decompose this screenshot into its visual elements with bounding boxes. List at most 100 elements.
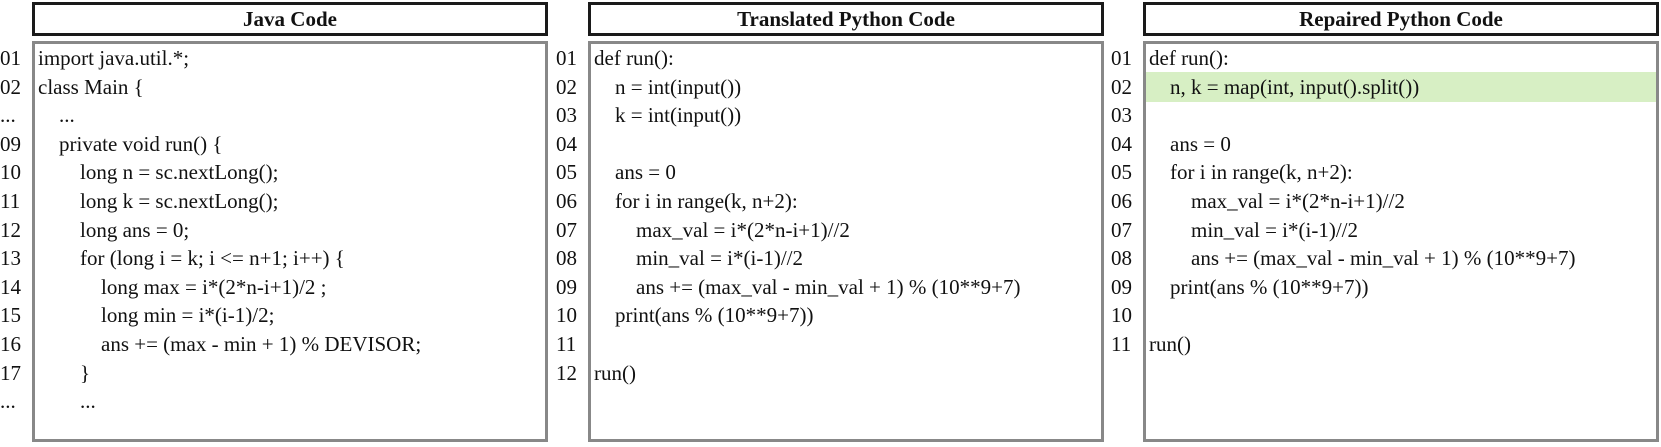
line-code: min_val = i*(i-1)//2 [594,246,803,271]
line-code: def run(): [1149,46,1229,70]
code-line: 06 max_val = i*(2*n-i+1)//2 [1111,186,1661,216]
line-code: long k = sc.nextLong(); [38,189,279,213]
line-code: ... [38,389,96,414]
line-code: run() [594,360,636,385]
line-number: 11 [1111,332,1132,356]
line-number: 02 [556,74,577,99]
line-code: for i in range(k, n+2): [594,189,798,213]
code-line: 10 long n = sc.nextLong(); [0,157,552,187]
line-code: ans = 0 [594,160,676,185]
line-code: ans = 0 [1149,131,1231,156]
code-line: 08 min_val = i*(i-1)//2 [556,243,1108,273]
line-number: 09 [0,131,21,156]
code-line: 01 import java.util.*; [0,43,552,73]
line-code: import java.util.*; [38,46,190,70]
code-box [1143,41,1659,442]
line-code: max_val = i*(2*n-i+1)//2 [594,217,850,242]
line-code: long n = sc.nextLong(); [38,160,279,185]
line-number: 09 [1111,274,1132,299]
line-code: run() [1149,332,1191,356]
line-code: n = int(input()) [594,74,742,99]
line-number: 12 [556,360,577,385]
line-number: 07 [556,217,577,242]
line-number: 06 [556,189,577,213]
line-code: def run(): [594,46,674,70]
code-line: 09 private void run() { [0,129,552,159]
code-line: ... ... [0,386,552,416]
code-line: 14 long max = i*(2*n-i+1)/2 ; [0,272,552,302]
line-number: 09 [556,274,577,299]
code-line: 15 long min = i*(i-1)/2; [0,300,552,330]
line-number: 08 [1111,246,1132,271]
code-line: 02 n = int(input()) [556,72,1108,102]
line-number: 01 [556,46,577,70]
code-line: 02 n, k = map(int, input().split()) [1111,71,1661,102]
line-number: ... [0,103,16,128]
code-line: 09 ans += (max_val - min_val + 1) % (10*… [556,272,1108,302]
line-number: 10 [0,160,21,185]
line-highlight [1146,71,1656,102]
line-number: 14 [0,274,21,299]
code-line: 05 ans = 0 [556,157,1108,187]
line-number: 01 [1111,46,1132,70]
code-line: 04 ans = 0 [1111,129,1661,159]
line-number: 05 [1111,160,1132,185]
code-line: 03 [1111,100,1661,130]
code-line: 01 def run(): [1111,43,1661,73]
line-code: n, k = map(int, input().split()) [1149,74,1420,99]
line-number: 13 [0,246,21,271]
code-line: 11 long k = sc.nextLong(); [0,186,552,216]
line-number: 12 [0,217,21,242]
code-line: 10 [1111,300,1661,330]
code-line: 10 print(ans % (10**9+7)) [556,300,1108,330]
code-line: 16 ans += (max - min + 1) % DEVISOR; [0,329,552,359]
line-number: 04 [556,131,577,156]
panel-title: Repaired Python Code [1143,2,1659,36]
line-number: 07 [1111,217,1132,242]
line-code: ans += (max - min + 1) % DEVISOR; [38,332,422,356]
line-number: 06 [1111,189,1132,213]
line-code: private void run() { [38,131,223,156]
line-number: 17 [0,360,21,385]
line-code: ... [38,103,75,128]
code-line: 12 run() [556,358,1108,388]
line-number: 10 [556,303,577,328]
code-line: 07 min_val = i*(i-1)//2 [1111,215,1661,245]
line-code: long min = i*(i-1)/2; [38,303,275,328]
code-line: 08 ans += (max_val - min_val + 1) % (10*… [1111,243,1661,273]
line-code: for i in range(k, n+2): [1149,160,1353,185]
panel-title: Translated Python Code [588,2,1104,36]
code-line: 13 for (long i = k; i <= n+1; i++) { [0,243,552,273]
code-line: 06 for i in range(k, n+2): [556,186,1108,216]
line-number: 05 [556,160,577,185]
code-line: 12 long ans = 0; [0,215,552,245]
code-line: 03 k = int(input()) [556,100,1108,130]
line-number: 08 [556,246,577,271]
code-line: 04 [556,129,1108,159]
code-box [588,41,1104,442]
line-number: 03 [1111,103,1132,128]
line-number: 11 [556,332,577,356]
code-line: ... ... [0,100,552,130]
line-code: long ans = 0; [38,217,190,242]
code-line: 01 def run(): [556,43,1108,73]
code-line: 07 max_val = i*(2*n-i+1)//2 [556,215,1108,245]
line-code: ans += (max_val - min_val + 1) % (10**9+… [1149,246,1576,271]
line-code: print(ans % (10**9+7)) [594,303,814,328]
code-box [32,41,548,442]
code-line: 11 [556,329,1108,359]
line-code: for (long i = k; i <= n+1; i++) { [38,246,345,271]
code-line: 05 for i in range(k, n+2): [1111,157,1661,187]
line-code: long max = i*(2*n-i+1)/2 ; [38,274,327,299]
code-line: 17 } [0,358,552,388]
line-code: ans += (max_val - min_val + 1) % (10**9+… [594,274,1021,299]
line-code: print(ans % (10**9+7)) [1149,274,1369,299]
line-number: 15 [0,303,21,328]
line-number: 02 [0,74,21,99]
line-number: 02 [1111,74,1132,99]
line-number: 01 [0,46,21,70]
